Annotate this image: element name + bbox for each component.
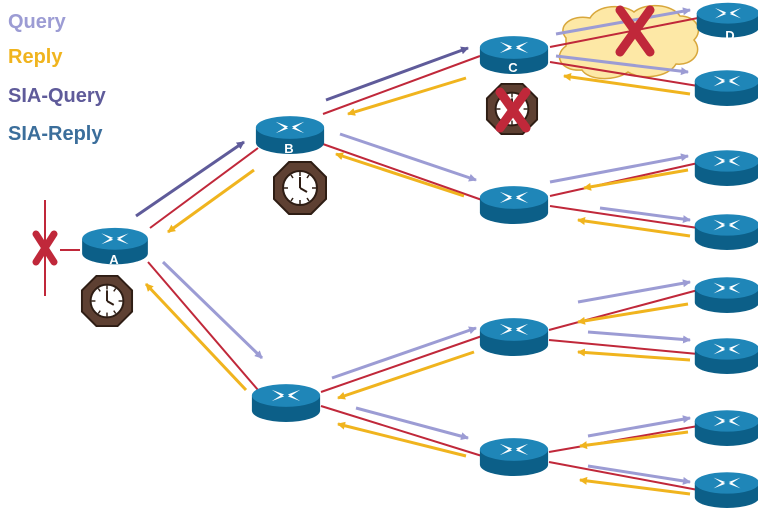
reply-arrow-down-bottom	[337, 421, 467, 458]
query-arrow-bottom-down	[355, 406, 469, 441]
legend-reply: Reply	[8, 46, 63, 68]
link-up-r6	[548, 339, 699, 355]
query-arrow-down-r7	[587, 415, 691, 438]
link-c-r2	[549, 61, 699, 87]
router-c: C	[479, 36, 549, 75]
router-c-label: C	[508, 60, 518, 75]
reply-arrow-bottom-a	[144, 282, 248, 392]
clock-icon-a	[80, 274, 134, 328]
query-arrow-b-mid	[339, 132, 477, 182]
reply-arrow-r4-mid	[577, 217, 691, 238]
link-a-bottom	[147, 261, 259, 391]
query-arrow-bottom-up	[331, 326, 477, 380]
reply-arrow-r3-mid	[583, 168, 689, 191]
failure-x-icon-c	[495, 87, 531, 133]
sia-query-arrow-b-c	[325, 46, 469, 102]
query-arrow-c-d	[555, 7, 691, 36]
router-lower-right-1	[694, 410, 758, 446]
router-lower-right-2	[694, 472, 758, 508]
reply-arrow-mid-b	[335, 152, 465, 198]
query-arrow-up-r6	[587, 330, 691, 344]
router-c-right	[694, 70, 758, 106]
reply-arrow-r6-up	[577, 348, 691, 362]
link-bottom-down	[320, 405, 483, 457]
router-middle	[479, 186, 549, 224]
router-middle-lower-right	[694, 214, 758, 250]
link-down-r8	[548, 461, 699, 491]
reply-arrow-r7-down	[579, 430, 689, 450]
router-a-label: A	[109, 252, 119, 267]
link-b-mid	[319, 142, 483, 201]
failure-x-icon-link	[615, 5, 655, 57]
router-bottom-upper	[479, 318, 549, 356]
router-upper-right-1	[694, 277, 758, 313]
router-b: B	[255, 116, 325, 156]
router-d: D	[696, 2, 758, 43]
router-a: A	[82, 227, 148, 267]
clock-icon-b	[273, 161, 327, 215]
legend-sia-reply: SIA-Reply	[8, 123, 103, 145]
reply-arrow-r2-c	[563, 73, 691, 96]
legend-query: Query	[8, 11, 66, 33]
router-bottom	[251, 384, 321, 422]
query-arrow-mid-r4	[599, 206, 691, 224]
link-mid-r4	[549, 205, 699, 229]
reply-arrow-c-b	[347, 76, 467, 116]
router-middle-upper-right	[694, 150, 758, 186]
legend-sia-query: SIA-Query	[8, 85, 106, 107]
router-upper-right-2	[694, 338, 758, 374]
reply-arrow-r5-up	[577, 302, 689, 325]
sia-query-arrow-a-b	[135, 140, 245, 218]
query-arrow-down-r8	[587, 464, 691, 485]
link-mid-r3	[549, 162, 699, 197]
link-bottom-up	[320, 335, 483, 393]
link-b-c	[322, 55, 481, 115]
router-b-label: B	[284, 141, 293, 156]
router-bottom-lower	[479, 438, 549, 476]
link-up-r5	[548, 289, 699, 331]
query-arrow-c-r2	[555, 54, 689, 76]
router-d-label: D	[725, 28, 734, 43]
reply-arrow-up-bottom	[337, 350, 475, 400]
link-c-d	[549, 17, 699, 48]
query-arrow-up-r5	[577, 279, 691, 304]
reply-arrow-b-a	[167, 168, 255, 234]
link-a-b	[149, 147, 259, 229]
query-arrow-a-bottom	[161, 260, 264, 360]
query-arrow-mid-r3	[549, 153, 689, 184]
reply-arrow-r8-down	[579, 476, 691, 496]
